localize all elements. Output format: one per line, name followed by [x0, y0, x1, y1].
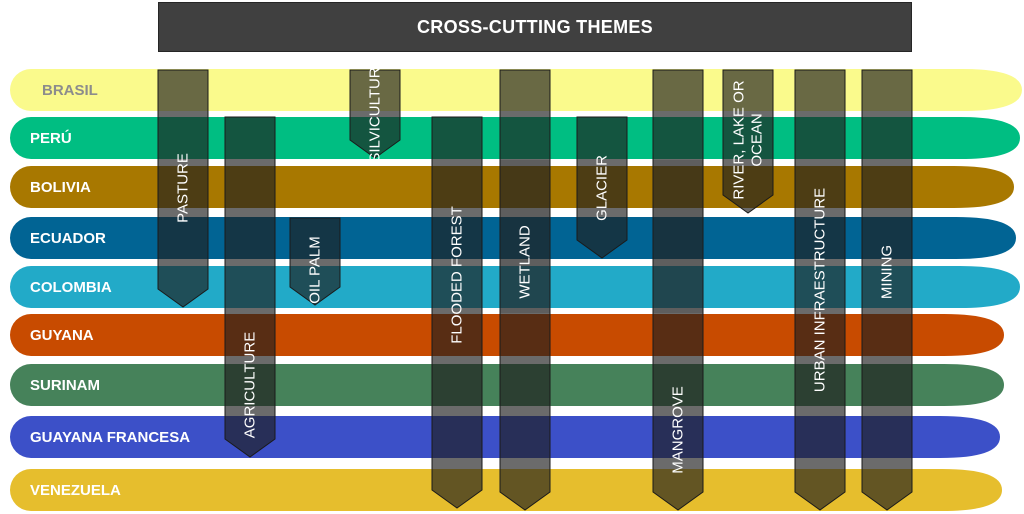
- theme-arrow-agriculture: [224, 116, 276, 458]
- country-label: VENEZUELA: [30, 482, 121, 499]
- theme-label-wetland: WETLAND: [517, 225, 534, 299]
- theme-arrow-glacier: [576, 116, 628, 259]
- theme-arrow-mining: [861, 69, 913, 511]
- country-label: GUAYANA FRANCESA: [30, 429, 190, 446]
- theme-label-urban-infraestructure: URBAN INFRAESTRUCTURE: [812, 188, 829, 392]
- country-label: GUYANA: [30, 327, 94, 344]
- theme-arrow-flooded-forest: [431, 116, 483, 509]
- country-label: ECUADOR: [30, 230, 106, 247]
- theme-label-pasture: PASTURE: [175, 153, 192, 223]
- country-label: SURINAM: [30, 377, 100, 394]
- country-label: BOLIVIA: [30, 179, 91, 196]
- country-label: BRASIL: [42, 82, 98, 99]
- theme-label-agriculture: AGRICULTURE: [242, 332, 259, 438]
- country-label: COLOMBIA: [30, 279, 112, 296]
- theme-arrow-segment: [653, 160, 703, 313]
- theme-arrow-urban-infraestructure: [794, 69, 846, 511]
- theme-label-river-lake-ocean: OCEAN: [749, 113, 766, 166]
- cross-cutting-themes-header: CROSS-CUTTING THEMES: [158, 2, 912, 52]
- theme-arrow-pasture: [157, 69, 209, 308]
- theme-label-silviculture: SILVICULTURE: [367, 57, 384, 162]
- header-title: CROSS-CUTTING THEMES: [416, 16, 653, 37]
- theme-label-mangrove: MANGROVE: [670, 386, 687, 474]
- theme-arrow-oil-palm: [289, 217, 341, 306]
- theme-label-river-lake-ocean: RIVER, LAKE OR: [731, 80, 748, 199]
- theme-arrow-mangrove: [652, 69, 704, 511]
- country-label: PERÚ: [30, 129, 72, 147]
- theme-arrow-river-lake-ocean: [722, 69, 774, 214]
- theme-label-flooded-forest: FLOODED FOREST: [449, 206, 466, 344]
- theme-arrow-segment: [500, 160, 550, 313]
- theme-label-oil-palm: OIL PALM: [307, 236, 324, 304]
- theme-arrow-wetland: [499, 69, 551, 511]
- theme-label-glacier: GLACIER: [594, 155, 611, 221]
- theme-label-mining: MINING: [879, 245, 896, 299]
- theme-arrow-silviculture: [349, 69, 401, 159]
